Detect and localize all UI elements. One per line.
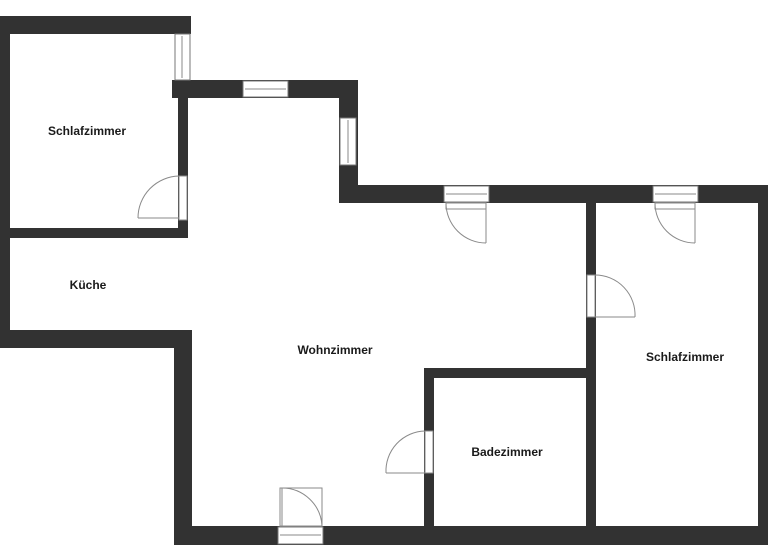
door-bathroom [385,430,434,474]
door-bedroom2-side [586,274,636,318]
room-label-schlafzimmer-2: Schlafzimmer [645,350,725,364]
room-label-schlafzimmer-1: Schlafzimmer [47,124,127,138]
window-5 [652,185,699,203]
walls [0,16,768,545]
room-label-badezimmer: Badezimmer [471,445,543,459]
window-1 [174,33,191,81]
wall-bath-top [424,368,592,378]
door-entrance [279,487,323,527]
door-bedroom1 [137,175,188,221]
doors [137,175,696,527]
room-label-wohnzimmer: Wohnzimmer [297,343,373,357]
wall-top-left [0,16,191,34]
wall-top-right [339,185,768,203]
window-3 [339,117,357,166]
window-4 [443,185,490,203]
wall-bedroom1-bottom [0,228,188,238]
window-6 [277,526,324,545]
door-bedroom2-top [654,202,696,244]
window-2 [242,80,289,98]
wall-bedroom1-right [178,34,188,238]
room-label-kueche: Küche [69,278,107,292]
wall-living-left [174,330,192,545]
wall-bottom [174,526,768,545]
windows [174,33,699,545]
wall-right [758,185,768,545]
door-living-top [445,202,487,244]
wall-left [0,16,10,348]
wall-kitchen-bottom [0,330,192,348]
